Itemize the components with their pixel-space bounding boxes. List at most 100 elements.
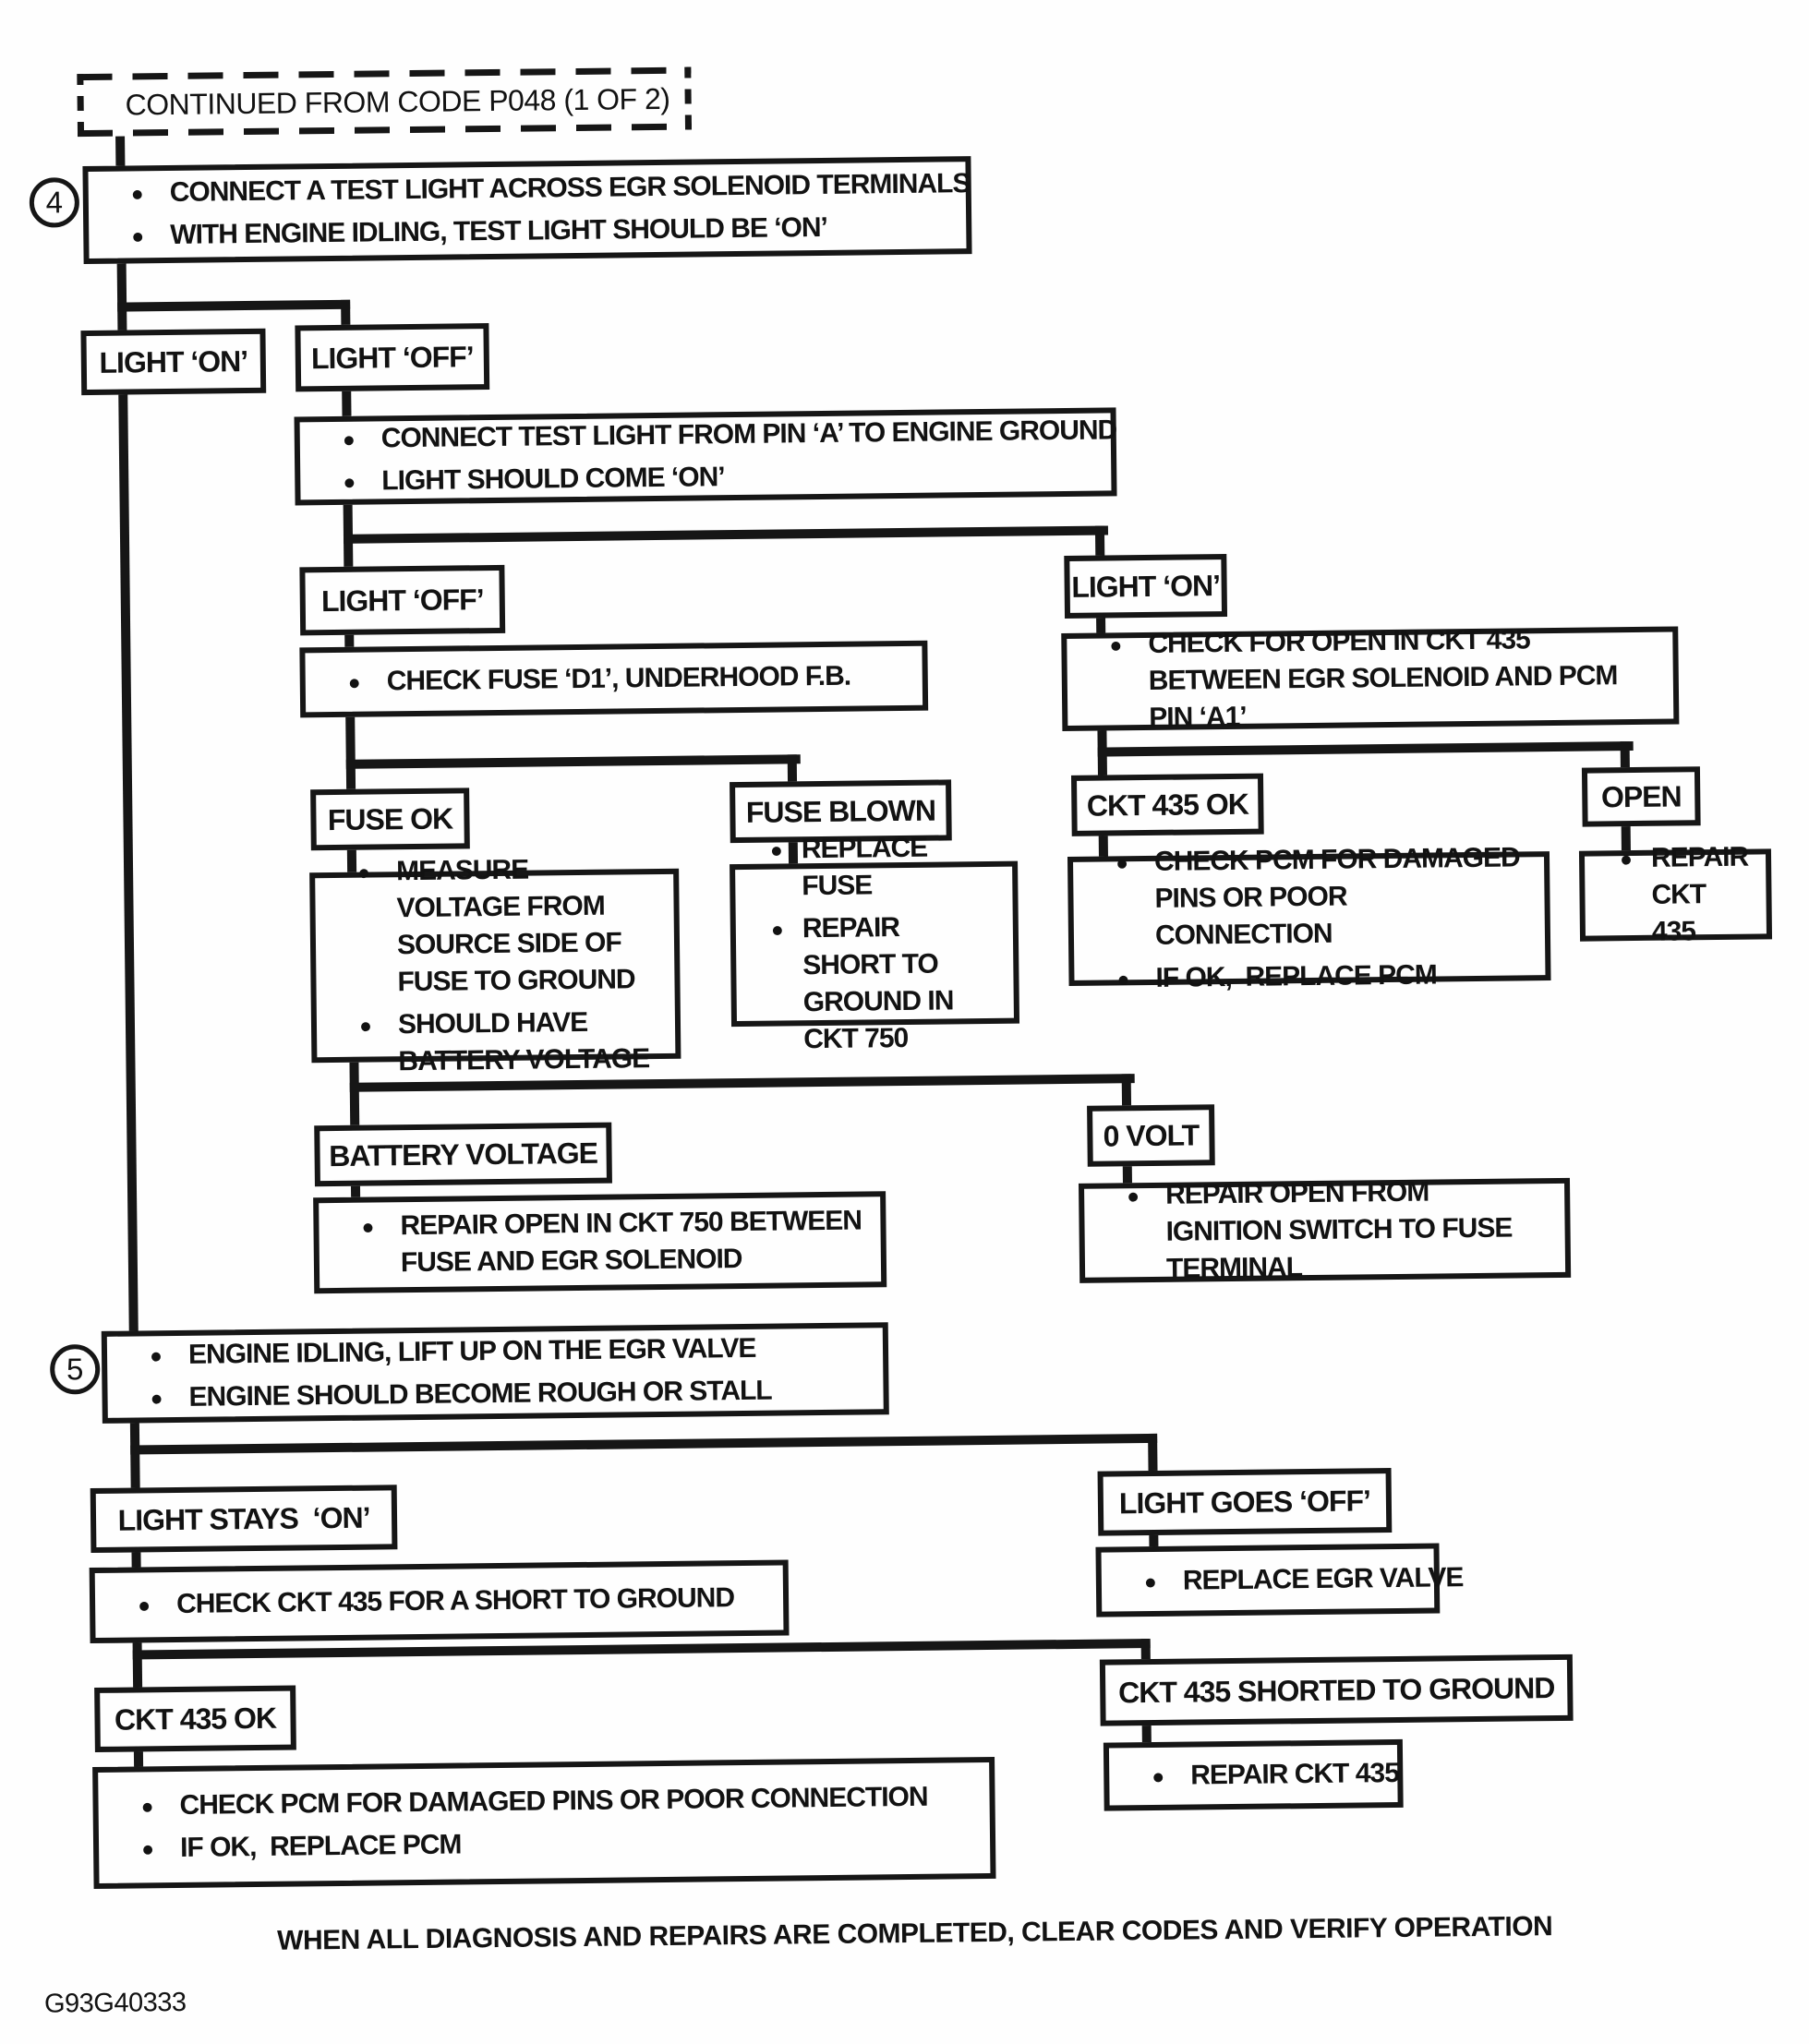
node-ckt435-ok-a: CKT 435 OK <box>1070 773 1264 836</box>
node-light-on-1: LIGHT ‘ON’ <box>80 328 267 396</box>
bullet-text: IF OK, REPLACE PCM <box>179 1829 462 1863</box>
bullet-icon: ● <box>130 181 144 206</box>
node-label: BATTERY VOLTAGE <box>329 1136 598 1172</box>
node-check-pcm-a: ● CHECK PCM FOR DAMAGED PINS OR POOR CON… <box>1067 842 1551 993</box>
bullet-text: MEASURE VOLTAGE FROM SOURCE SIDE OF FUSE… <box>395 854 635 998</box>
bullet-text: CONNECT TEST LIGHT FROM PIN ‘A’ TO ENGIN… <box>380 415 1117 454</box>
node-repair-ckt435-a: ● REPAIR CKT 435 <box>1578 842 1773 947</box>
node-measure-voltage: ● MEASURE VOLTAGE FROM SOURCE SIDE OF FU… <box>309 855 681 1076</box>
bullet-icon: ● <box>358 1013 373 1038</box>
bullet-icon: ● <box>141 1836 155 1861</box>
node-battery-voltage: BATTERY VOLTAGE <box>314 1122 612 1187</box>
node-replace-fuse: ● REPLACE FUSE ● REPAIR SHORT TO GROUND … <box>730 833 1020 1054</box>
bullet-icon: ● <box>1143 1569 1157 1594</box>
node-label: FUSE BLOWN <box>745 793 936 829</box>
node-label: LIGHT STAYS ‘ON’ <box>117 1500 370 1537</box>
bullet-text: REPAIR CKT 435 <box>1650 841 1755 947</box>
bullet-row: ● ENGINE SHOULD BECOME ROUGH OR STALL <box>124 1371 866 1416</box>
step-5-badge: 5 <box>49 1343 101 1395</box>
bullet-icon: ● <box>1127 1184 1140 1208</box>
flow-connector <box>130 1433 1158 1455</box>
node-label: LIGHT ‘ON’ <box>1071 568 1221 604</box>
node-light-goes-off: LIGHT GOES ‘OFF’ <box>1097 1468 1393 1536</box>
continued-from-label: CONTINUED FROM CODE P048 (1 OF 2) <box>125 81 670 122</box>
bullet-text: REPAIR SHORT TO GROUND IN CKT 750 <box>802 911 960 1055</box>
bullet-text: CHECK FUSE ‘D1’, UNDERHOOD F.B. <box>386 660 851 697</box>
bullet-text: REPLACE FUSE <box>801 832 935 902</box>
bullet-row: ● CONNECT TEST LIGHT FROM PIN ‘A’ TO ENG… <box>317 413 1117 459</box>
bullet-text: SHOULD HAVE BATTERY VOLTAGE <box>397 1006 650 1077</box>
step-4-number: 4 <box>45 185 64 220</box>
bullet-icon: ● <box>347 669 361 694</box>
flow-connector <box>1097 741 1634 757</box>
node-step5: ● ENGINE IDLING, LIFT UP ON THE EGR VALV… <box>101 1322 889 1424</box>
flow-connector <box>132 1639 1151 1660</box>
figure-code: G93G40333 <box>43 1987 187 2019</box>
bullet-row: ● CHECK FOR OPEN IN CKT 435 BETWEEN EGR … <box>1083 620 1657 738</box>
node-zero-volt: 0 VOLT <box>1087 1104 1215 1167</box>
node-label: LIGHT ‘OFF’ <box>320 582 484 618</box>
bullet-row: ● CHECK PCM FOR DAMAGED PINS OR POOR CON… <box>115 1778 972 1825</box>
bullet-text: ENGINE SHOULD BECOME ROUGH OR STALL <box>188 1375 772 1413</box>
node-label: CKT 435 OK <box>1086 787 1249 823</box>
bullet-icon: ● <box>1109 632 1123 657</box>
bullet-icon: ● <box>769 837 783 862</box>
flow-connector <box>116 263 139 1335</box>
node-light-on-2: LIGHT ‘ON’ <box>1064 554 1228 619</box>
node-label: LIGHT ‘ON’ <box>99 343 248 379</box>
node-check-ckt435-short: ● CHECK CKT 435 FOR A SHORT TO GROUND <box>89 1559 790 1644</box>
bullet-row: ● REPAIR CKT 435 <box>1126 1755 1399 1795</box>
node-label: LIGHT ‘OFF’ <box>310 339 474 375</box>
node-continued-from: CONTINUED FROM CODE P048 (1 OF 2) <box>77 66 693 138</box>
bullet-icon: ● <box>1116 967 1130 992</box>
flow-connector <box>345 713 356 795</box>
bullet-row: ● IF OK, REPLACE PCM <box>115 1821 973 1868</box>
node-label: 0 VOLT <box>1103 1117 1200 1153</box>
bullet-row: ● REPLACE FUSE <box>752 829 996 906</box>
bullet-text: IF OK, REPLACE PCM <box>1155 959 1438 993</box>
bullet-text: CHECK FOR OPEN IN CKT 435 BETWEEN EGR SO… <box>1148 624 1624 733</box>
flow-connector <box>343 525 1109 544</box>
node-ckt435-ok-b: CKT 435 OK <box>94 1685 296 1752</box>
bullet-text: CONNECT A TEST LIGHT ACROSS EGR SOLENOID… <box>169 168 971 208</box>
bullet-row: ● CHECK PCM FOR DAMAGED PINS OR POOR CON… <box>1090 839 1528 955</box>
bullet-text: REPLACE EGR VALVE <box>1182 1562 1464 1596</box>
bullet-row: ● REPLACE EGR VALVE <box>1118 1560 1464 1601</box>
bullet-text: LIGHT SHOULD COME ‘ON’ <box>381 462 725 497</box>
step-4-badge: 4 <box>29 177 80 228</box>
footer-note: WHEN ALL DIAGNOSIS AND REPAIRS ARE COMPL… <box>277 1911 1553 1956</box>
bullet-row: ● LIGHT SHOULD COME ‘ON’ <box>317 455 1094 501</box>
bullet-icon: ● <box>357 860 371 884</box>
bullet-row: ● CHECK CKT 435 FOR A SHORT TO GROUND <box>112 1580 766 1624</box>
node-repair-ckt435-b: ● REPAIR CKT 435 <box>1103 1738 1404 1811</box>
bullet-icon: ● <box>149 1343 163 1368</box>
node-label: OPEN <box>1600 778 1682 813</box>
bullet-row: ● ENGINE IDLING, LIFT UP ON THE EGR VALV… <box>124 1329 866 1374</box>
flow-connector <box>129 1419 140 1492</box>
node-light-off-2: LIGHT ‘OFF’ <box>299 564 506 636</box>
node-label: CKT 435 SHORTED TO GROUND <box>1117 1670 1555 1709</box>
bullet-row: ● CHECK FUSE ‘D1’, UNDERHOOD F.B. <box>322 657 906 701</box>
node-repair-open-ignition: ● REPAIR OPEN FROM IGNITION SWITCH TO FU… <box>1078 1177 1572 1284</box>
bullet-text: REPAIR OPEN IN CKT 750 BETWEEN FUSE AND … <box>400 1205 869 1279</box>
node-check-pcm-b: ● CHECK PCM FOR DAMAGED PINS OR POOR CON… <box>92 1756 996 1890</box>
bullet-text: ENGINE IDLING, LIFT UP ON THE EGR VALVE <box>187 1332 756 1370</box>
bullet-text: REPAIR OPEN FROM IGNITION SWITCH TO FUSE… <box>1164 1176 1519 1284</box>
node-replace-egr-valve: ● REPLACE EGR VALVE <box>1095 1543 1464 1617</box>
bullet-icon: ● <box>770 917 784 942</box>
bullet-text: CHECK CKT 435 FOR A SHORT TO GROUND <box>175 1582 735 1619</box>
bullet-row: ● REPAIR CKT 435 <box>1601 839 1750 952</box>
node-ckt435-shorted: CKT 435 SHORTED TO GROUND <box>1099 1653 1574 1726</box>
bullet-icon: ● <box>131 223 145 248</box>
flow-connector <box>117 299 351 312</box>
node-label: FUSE OK <box>327 801 453 836</box>
bullet-icon: ● <box>140 1794 154 1819</box>
bullet-icon: ● <box>1619 847 1634 872</box>
node-open: OPEN <box>1581 766 1701 827</box>
bullet-icon: ● <box>1152 1763 1165 1789</box>
bullet-row: ● REPAIR OPEN FROM IGNITION SWITCH TO FU… <box>1101 1172 1549 1288</box>
node-light-stays-on: LIGHT STAYS ‘ON’ <box>90 1485 398 1554</box>
bullet-row: ● WITH ENGINE IDLING, TEST LIGHT SHOULD … <box>105 208 949 254</box>
bullet-text: CHECK PCM FOR DAMAGED PINS OR POOR CONNE… <box>179 1781 928 1821</box>
node-repair-open-ckt750: ● REPAIR OPEN IN CKT 750 BETWEEN FUSE AN… <box>313 1191 887 1294</box>
